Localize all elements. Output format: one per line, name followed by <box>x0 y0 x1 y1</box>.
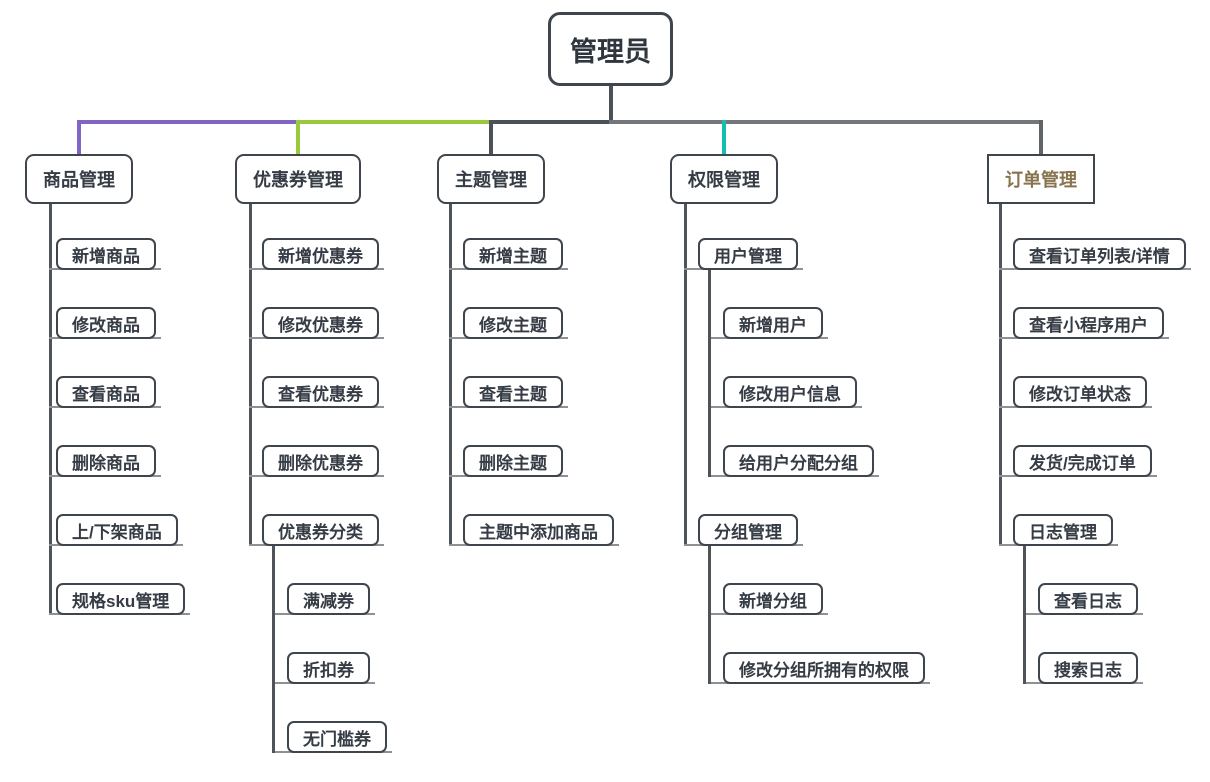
mindmap-node[interactable]: 无门槛券 <box>287 721 387 753</box>
mindmap-node[interactable]: 新增商品 <box>56 238 156 270</box>
branch-node-product[interactable]: 商品管理 <box>25 154 133 204</box>
mindmap-node[interactable]: 修改用户信息 <box>723 376 857 408</box>
mindmap-node[interactable]: 搜索日志 <box>1038 652 1138 684</box>
branch-spine-line <box>999 204 1002 546</box>
mindmap-node[interactable]: 用户管理 <box>698 238 798 270</box>
mindmap-node[interactable]: 删除优惠券 <box>262 445 379 477</box>
branch-drop-line-permission <box>722 120 726 154</box>
branch-node-theme[interactable]: 主题管理 <box>437 154 545 204</box>
branch-drop-line-theme <box>489 120 493 154</box>
mindmap-node[interactable]: 上/下架商品 <box>56 514 178 546</box>
mindmap-node[interactable]: 分组管理 <box>698 514 798 546</box>
mindmap-node[interactable]: 修改商品 <box>56 307 156 339</box>
mindmap-node[interactable]: 新增用户 <box>723 307 823 339</box>
hline-product-segment <box>77 120 300 124</box>
mindmap-node[interactable]: 新增分组 <box>723 583 823 615</box>
mindmap-node[interactable]: 日志管理 <box>1013 514 1113 546</box>
mindmap-node[interactable]: 给用户分配分组 <box>723 445 874 477</box>
mindmap-node[interactable]: 查看优惠券 <box>262 376 379 408</box>
mindmap-node[interactable]: 查看商品 <box>56 376 156 408</box>
hline-coupon-segment <box>296 120 493 124</box>
mindmap-node[interactable]: 查看小程序用户 <box>1013 307 1164 339</box>
mindmap-node[interactable]: 修改优惠券 <box>262 307 379 339</box>
mindmap-node[interactable]: 修改分组所拥有的权限 <box>723 652 925 684</box>
root-stem-line <box>608 85 613 122</box>
branch-spine-line <box>684 204 687 546</box>
branch-drop-line-product <box>77 120 81 154</box>
branch-node-order[interactable]: 订单管理 <box>987 154 1095 204</box>
root-node[interactable]: 管理员 <box>548 12 673 86</box>
sub-spine-line <box>1023 546 1026 684</box>
mindmap-node[interactable]: 新增主题 <box>463 238 563 270</box>
branch-node-coupon[interactable]: 优惠券管理 <box>235 154 361 204</box>
mindmap-node[interactable]: 主题中添加商品 <box>463 514 614 546</box>
mindmap-node[interactable]: 折扣券 <box>287 652 370 684</box>
branch-spine-line <box>49 204 52 615</box>
branch-node-permission[interactable]: 权限管理 <box>670 154 778 204</box>
sub-spine-line <box>708 546 711 684</box>
hline-order-segment <box>608 120 1043 124</box>
branch-drop-line-coupon <box>296 120 300 154</box>
sub-spine-line <box>272 546 275 753</box>
hline-theme-segment <box>489 120 613 124</box>
mindmap-node[interactable]: 删除主题 <box>463 445 563 477</box>
mindmap-node[interactable]: 删除商品 <box>56 445 156 477</box>
mindmap-node[interactable]: 发货/完成订单 <box>1013 445 1152 477</box>
sub-spine-line <box>708 270 711 477</box>
mindmap-node[interactable]: 修改主题 <box>463 307 563 339</box>
mindmap-node[interactable]: 查看主题 <box>463 376 563 408</box>
branch-drop-line-order <box>1039 120 1043 154</box>
mindmap-node[interactable]: 查看日志 <box>1038 583 1138 615</box>
mindmap-node[interactable]: 新增优惠券 <box>262 238 379 270</box>
branch-spine-line <box>249 204 252 546</box>
mindmap-node[interactable]: 规格sku管理 <box>56 583 186 615</box>
mindmap-node[interactable]: 查看订单列表/详情 <box>1013 238 1186 270</box>
mindmap-node[interactable]: 修改订单状态 <box>1013 376 1147 408</box>
mindmap-node[interactable]: 满减券 <box>287 583 370 615</box>
branch-spine-line <box>449 204 452 546</box>
mindmap-node[interactable]: 优惠券分类 <box>262 514 379 546</box>
